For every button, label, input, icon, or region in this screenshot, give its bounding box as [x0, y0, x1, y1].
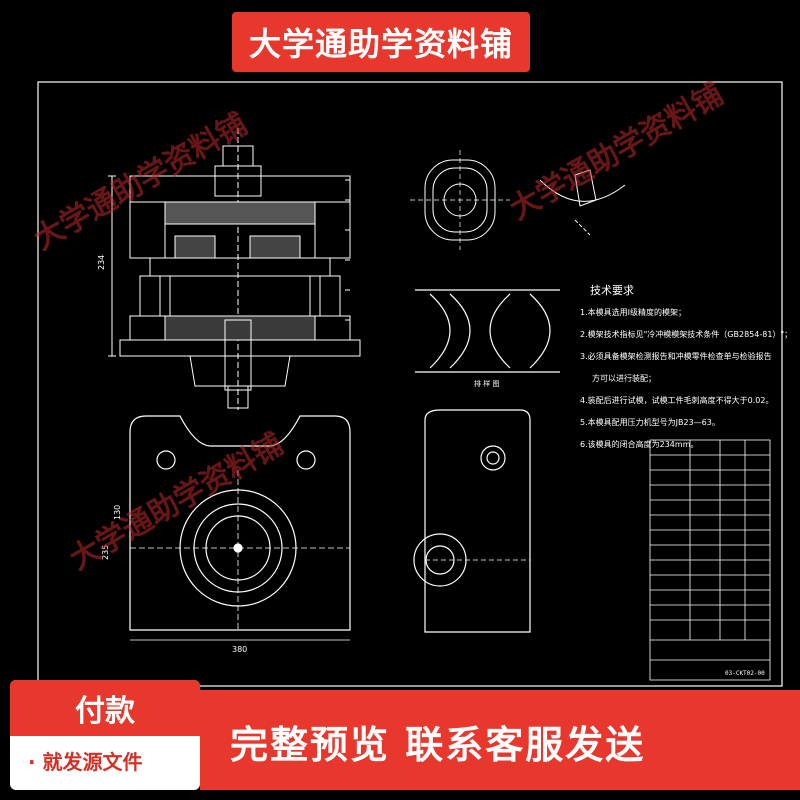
part-drawing — [410, 150, 510, 250]
tech-item: 3.必须具备模架检测报告和冲模零件检查单与检验报告 — [580, 352, 772, 361]
shop-banner: 大学通助学资料铺 — [232, 12, 530, 72]
technical-requirements: 技术要求 1.本模具选用Ⅰ级精度的模架； 2.模架技术指标见"冷冲模模架技术条件… — [580, 280, 792, 456]
dim-130-label: 130 — [113, 505, 122, 520]
part-number: 03-CKT02-00 — [725, 670, 765, 677]
payment-title: 付款 — [10, 680, 200, 736]
side-view — [413, 409, 531, 633]
dim-235-label: 235 — [101, 545, 110, 560]
tech-item: 方可以进行装配； — [592, 374, 656, 383]
bottom-promo-text: 完整预览 联系客服发送 — [230, 723, 646, 767]
dim-height-label: 234 — [97, 255, 106, 270]
parts-list-table — [649, 439, 771, 681]
payment-box[interactable]: 付款 · 就发源文件 — [10, 680, 200, 790]
detail-view — [539, 169, 626, 236]
tech-item: 6.该模具的闭合高度为234mm。 — [580, 440, 699, 449]
bottom-promo-bar — [200, 690, 800, 790]
tech-item: 4.装配后进行试模，试模工件毛刺高度不得大于0.02。 — [580, 396, 774, 405]
strip-layout — [415, 289, 560, 373]
payment-subtitle: · 就发源文件 — [28, 750, 143, 774]
assembly-section-view — [108, 128, 361, 410]
tech-item: 5.本模具配用压力机型号为JB23—63。 — [580, 418, 720, 427]
layout-caption: 排 样 图 — [474, 379, 499, 388]
tech-item: 1.本模具选用Ⅰ级精度的模架； — [580, 308, 686, 317]
dim-width-label: 380 — [232, 645, 247, 654]
tech-item: 2.模架技术指标见"冷冲模模架技术条件（GB2854-81）"； — [580, 330, 793, 339]
plan-view-bottom — [129, 415, 351, 641]
drawing-frame — [37, 81, 783, 687]
tech-title: 技术要求 — [590, 284, 634, 297]
